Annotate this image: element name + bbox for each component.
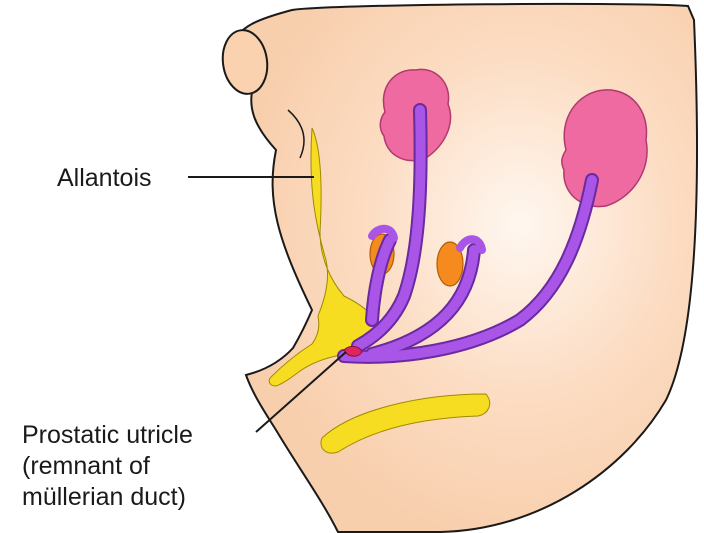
prostatic-utricle-label-line-2: (remnant of	[22, 451, 193, 482]
prostatic-utricle-label-line-3: müllerian duct)	[22, 482, 193, 513]
allantois-label: Allantois	[57, 163, 152, 194]
prostatic-utricle-label: Prostatic utricle (remnant of müllerian …	[22, 420, 193, 513]
prostatic-utricle-label-line-1: Prostatic utricle	[22, 420, 193, 451]
